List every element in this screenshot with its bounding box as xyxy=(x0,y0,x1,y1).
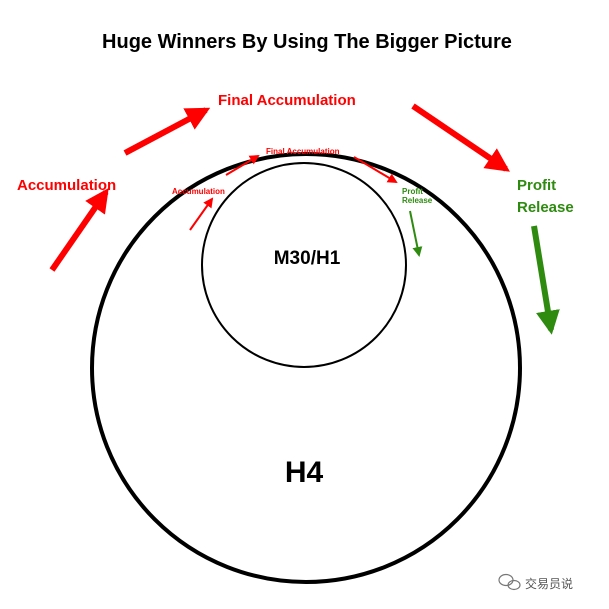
h4-label: H4 xyxy=(285,456,324,489)
watermark: 交易员说 xyxy=(498,573,573,591)
m30-h1-label: M30/H1 xyxy=(274,248,341,269)
inner-profit-arrow xyxy=(353,156,398,184)
outer-profit-label: Profit xyxy=(517,177,556,194)
outer-profit-release-arrow xyxy=(531,225,560,335)
inner-accumulation-label: Accumulation xyxy=(172,187,225,196)
outer-profit-arrow xyxy=(411,103,510,172)
inner-profit-label: Profit xyxy=(402,187,423,196)
wechat-icon xyxy=(498,573,521,591)
outer-release-label: Release xyxy=(517,199,574,216)
inner-final-accumulation-arrow xyxy=(225,154,260,176)
m30-h1-circle xyxy=(201,162,407,368)
inner-release-label: Release xyxy=(402,196,433,205)
watermark-text: 交易员说 xyxy=(525,576,573,591)
outer-accumulation-arrow xyxy=(49,188,109,272)
h4-circle xyxy=(90,152,522,584)
inner-profit-release-arrow xyxy=(409,210,423,257)
inner-final-accumulation-label: Final Accumulation xyxy=(266,147,340,156)
inner-accumulation-arrow xyxy=(189,197,214,231)
outer-accumulation-label: Accumulation xyxy=(17,177,116,194)
outer-final-accumulation-label: Final Accumulation xyxy=(218,92,356,109)
outer-final-accumulation-arrow xyxy=(123,107,211,156)
diagram-title: Huge Winners By Using The Bigger Picture xyxy=(102,31,512,53)
